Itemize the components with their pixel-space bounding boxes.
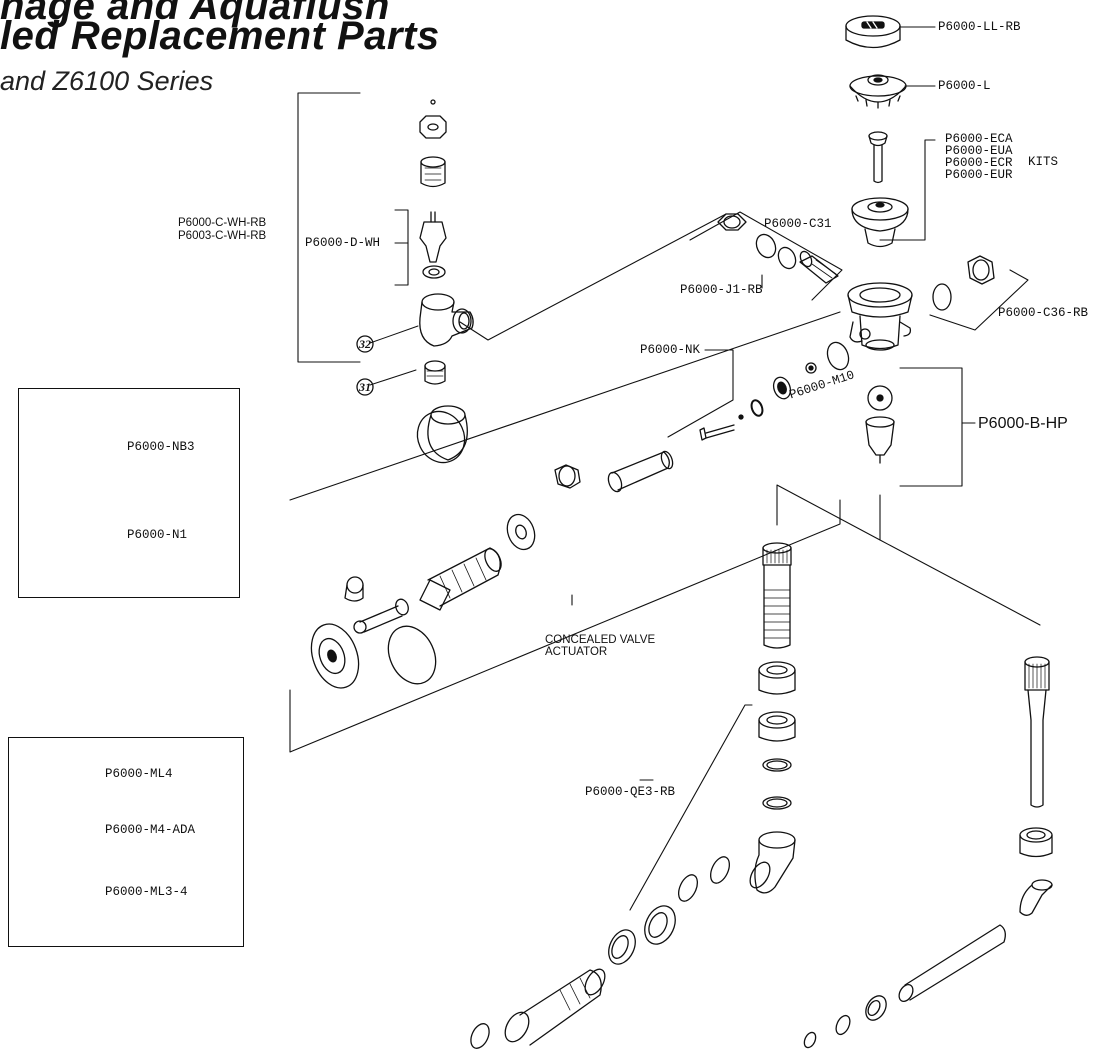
diaphragm bbox=[851, 197, 909, 248]
label-p6000-ml3-4: P6000-ML3-4 bbox=[105, 885, 188, 899]
label-p6000-c-wh-rb: P6000-C-WH-RB bbox=[178, 217, 267, 229]
label-p6000-b-hp: P6000-B-HP bbox=[978, 415, 1068, 432]
callout-31: 31 bbox=[359, 380, 371, 394]
slip-nut-right bbox=[1019, 827, 1053, 858]
control-stop-body bbox=[419, 293, 474, 347]
tailpiece-right bbox=[1024, 656, 1050, 808]
spud-coupling-j1 bbox=[717, 213, 839, 284]
handle-p6000-l bbox=[849, 74, 907, 109]
label-p6000-m4-ada: P6000-M4-ADA bbox=[105, 823, 196, 837]
label-p6000-l: P6000-L bbox=[938, 79, 991, 93]
label-p6003-c-wh-rb: P6003-C-WH-RB bbox=[178, 230, 267, 242]
label-p6000-c31: P6000-C31 bbox=[764, 217, 832, 231]
elbow-gaskets bbox=[608, 856, 731, 965]
relief-valve-b-hp bbox=[865, 385, 895, 464]
actuator-button bbox=[344, 576, 409, 634]
control-stop-cap bbox=[419, 99, 447, 188]
actuator-rod bbox=[607, 450, 674, 493]
plunger-nk bbox=[699, 341, 850, 441]
label-p6000-d-wh: P6000-D-WH bbox=[305, 236, 381, 250]
page-subtitle: and Z6100 Series bbox=[0, 66, 214, 96]
label-p6000-j1-rb: P6000-J1-RB bbox=[680, 283, 763, 297]
actuator-cover-plate bbox=[387, 625, 437, 685]
cap-p6000-ll-rb bbox=[845, 15, 901, 49]
actuator-washer bbox=[506, 513, 536, 551]
leader-lines bbox=[289, 26, 1041, 911]
wall-flange bbox=[416, 405, 468, 464]
actuator-escutcheon bbox=[310, 623, 360, 689]
elbow-qe3 bbox=[749, 831, 796, 894]
inset-box-nb3-n1: P6000-NB3 P6000-N1 bbox=[18, 388, 240, 598]
spud-extension bbox=[470, 968, 606, 1049]
slip-nut-top bbox=[758, 661, 796, 695]
callout-32: 32 bbox=[359, 337, 371, 351]
label-p6000-ll-rb: P6000-LL-RB bbox=[938, 20, 1021, 34]
label-kits: KITS bbox=[1028, 155, 1059, 169]
callout-circles bbox=[356, 335, 374, 396]
flush-tube-right bbox=[803, 924, 1006, 1049]
control-stop-adapter bbox=[424, 360, 446, 385]
label-p6000-ml4: P6000-ML4 bbox=[105, 767, 173, 781]
gaskets bbox=[762, 758, 792, 810]
page-title-line-1: nage and Aquaflush bbox=[0, 0, 390, 28]
actuator-sleeve bbox=[419, 547, 502, 611]
slip-nut-bottom bbox=[758, 711, 796, 742]
tailpiece-qe3 bbox=[762, 542, 792, 649]
inset-box-ml4-m4-ml3: P6000-ML4 P6000-M4-ADA P6000-ML3-4 bbox=[8, 737, 244, 947]
actuator-nut bbox=[554, 464, 581, 489]
label-p6000-nk: P6000-NK bbox=[640, 343, 701, 357]
label-p6000-qe3-rb: P6000-QE3-RB bbox=[585, 785, 676, 799]
label-p6000-nb3: P6000-NB3 bbox=[127, 440, 195, 454]
coupling-c36 bbox=[932, 255, 995, 311]
plunger-kit bbox=[868, 131, 888, 184]
elbow-right bbox=[1019, 879, 1053, 916]
control-stop-stem bbox=[419, 211, 447, 279]
label-kits-list: P6000-ECA P6000-EUA P6000-ECR P6000-EUR bbox=[945, 132, 1013, 182]
label-p6000-n1: P6000-N1 bbox=[127, 528, 188, 542]
label-p6000-c36-rb: P6000-C36-RB bbox=[998, 306, 1089, 320]
valve-body bbox=[847, 282, 913, 351]
page-title-line-2: led Replacement Parts bbox=[0, 14, 440, 58]
label-concealed-valve-actuator: CONCEALED VALVE ACTUATOR bbox=[545, 634, 656, 658]
callout-leaders bbox=[369, 325, 419, 386]
